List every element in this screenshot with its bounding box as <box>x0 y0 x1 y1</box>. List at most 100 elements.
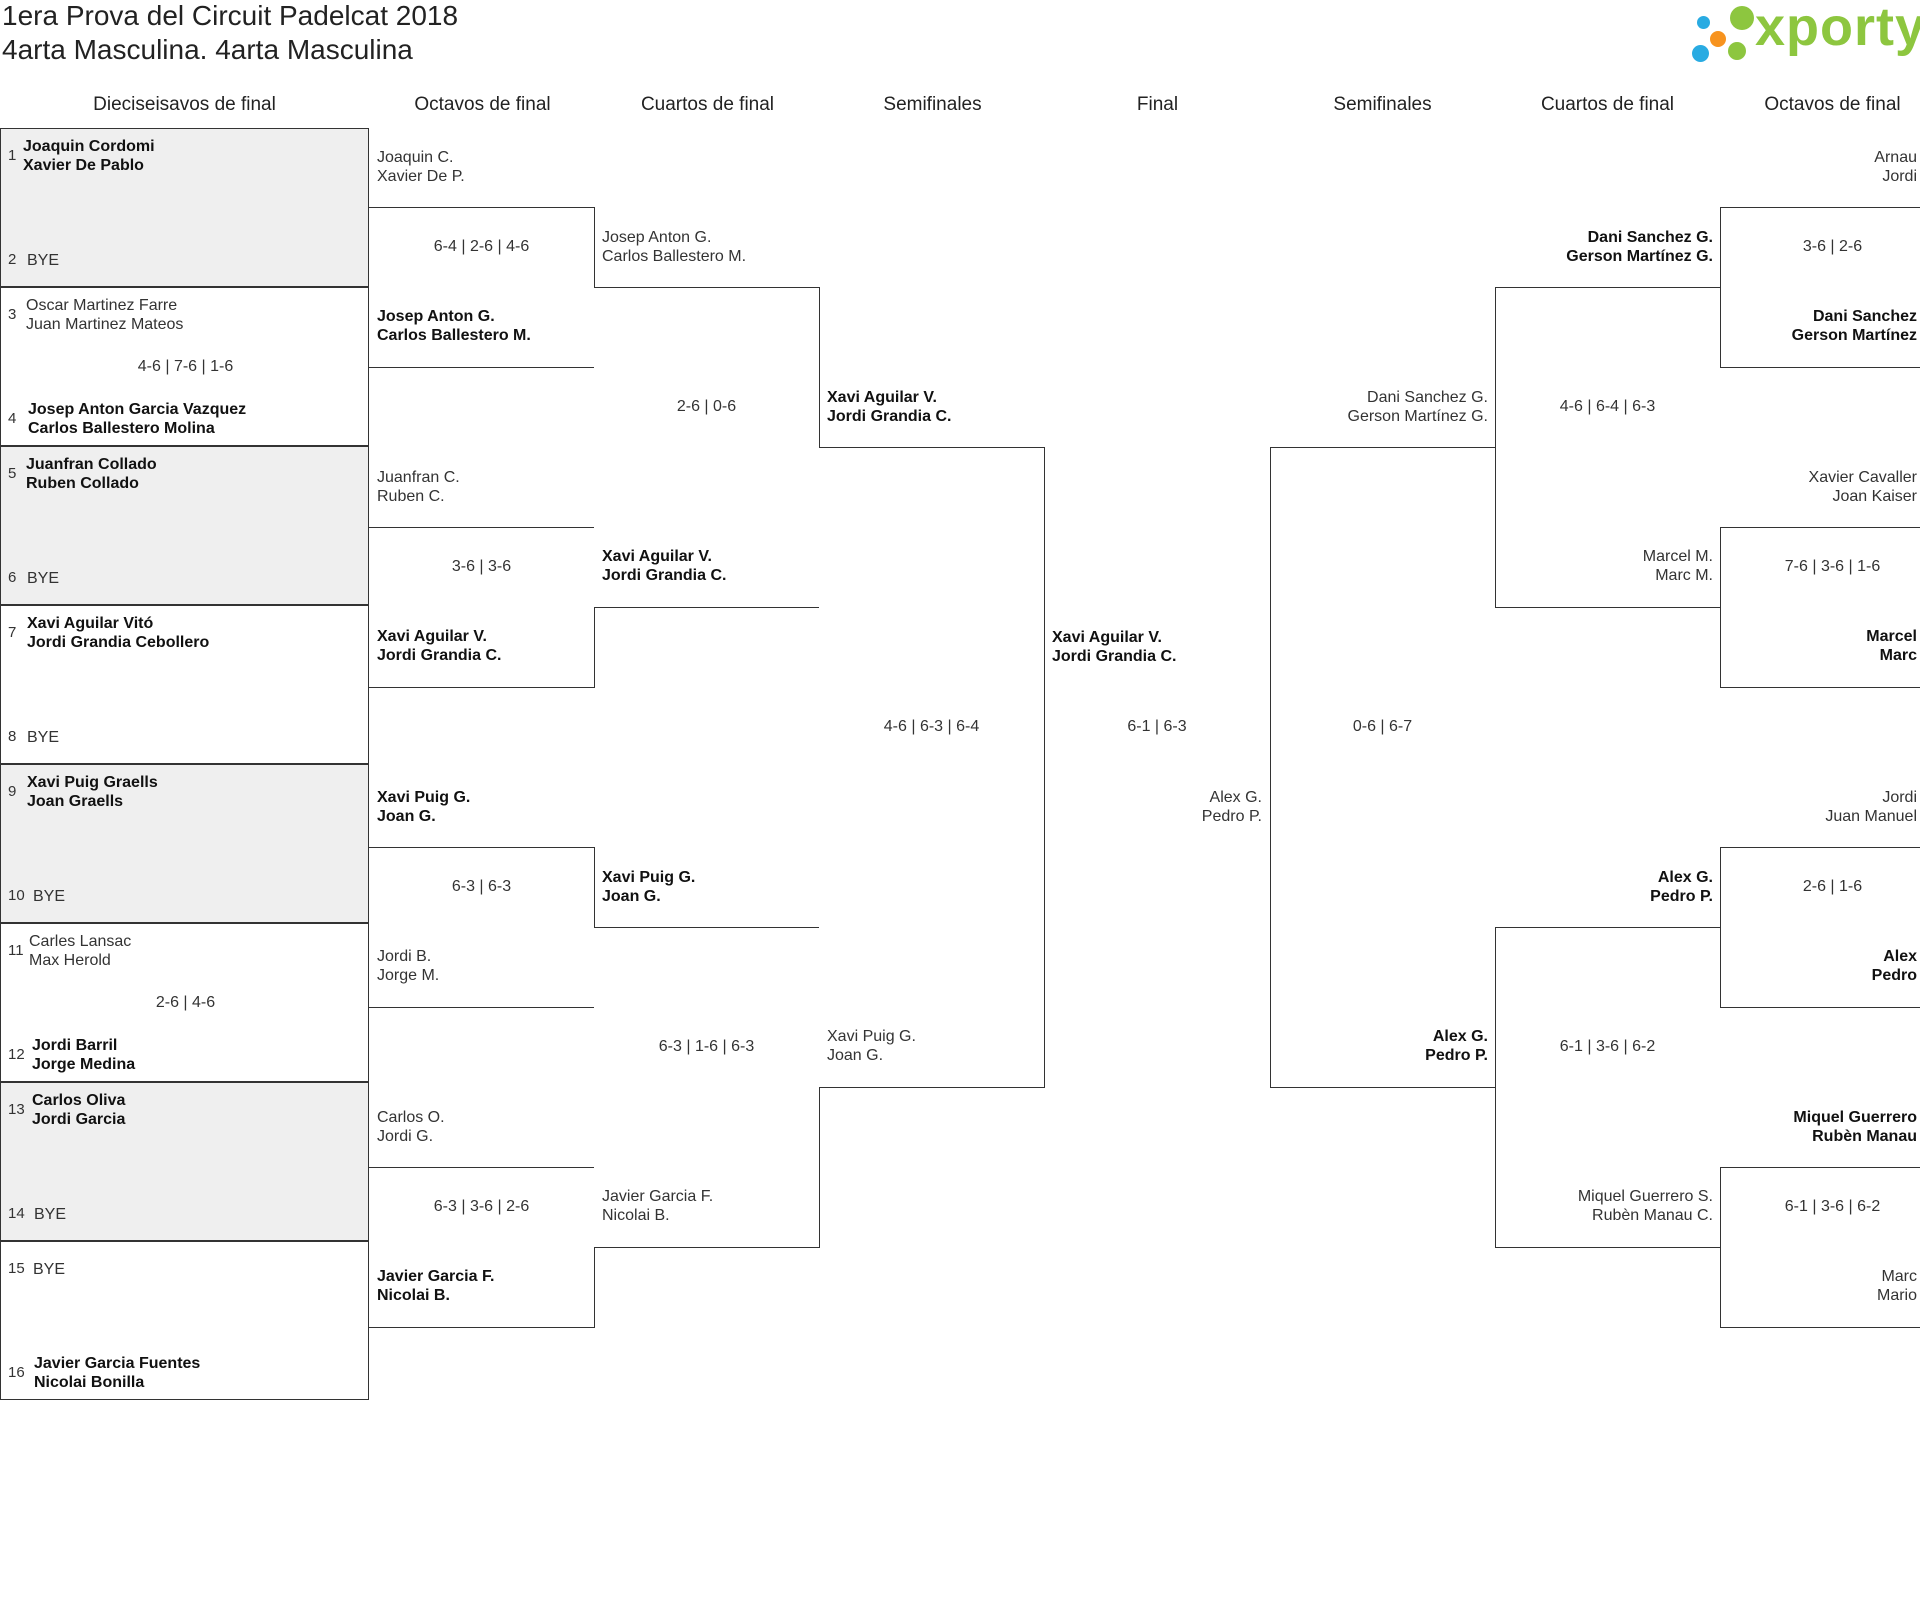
finalist-name: Alex G. <box>1209 789 1262 806</box>
player-name: Gerson Martínez G. <box>1347 408 1489 425</box>
player-name: Josep Anton Garcia Vazquez <box>28 401 247 418</box>
player-name: Alex G. <box>1432 1028 1488 1045</box>
player-name: Pedro <box>1871 967 1917 984</box>
player-name: Juanfran Collado <box>26 456 157 473</box>
player-name: Joaquin C. <box>377 149 454 166</box>
player-name: Pedro P. <box>1650 888 1713 905</box>
player-name: Gerson Martínez <box>1791 327 1917 344</box>
player-name: Carlos O. <box>377 1109 445 1126</box>
match-score: 4-6 | 6-4 | 6-3 <box>1559 398 1656 415</box>
finalist-name: Pedro P. <box>1201 808 1262 825</box>
player-name: Marcel <box>1866 628 1917 645</box>
right-r8-match-3 <box>1720 847 1920 1008</box>
r16-match-3: 5 Juanfran Collado Ruben Collado 6 BYE <box>0 446 369 605</box>
match-score: 3-6 | 3-6 <box>451 558 512 575</box>
player-name: Xavi Puig G. <box>827 1028 916 1045</box>
logo-wordmark: xporty <box>1755 0 1920 57</box>
player-name: Joan G. <box>827 1047 884 1064</box>
player-name: Marc <box>1881 1268 1917 1285</box>
player-name: Jordi Grandia Cebollero <box>27 634 210 651</box>
match-score: 2-6 | 4-6 <box>155 994 216 1011</box>
r16-match-7: 13 Carlos Oliva Jordi Garcia 14 BYE <box>0 1082 369 1241</box>
left-r8-match-2 <box>369 527 595 688</box>
round-header-qf-right: Cuartos de final <box>1540 94 1675 115</box>
player-name: Jordi Barril <box>32 1037 118 1054</box>
finalist-name: Xavi Aguilar V. <box>1052 629 1162 646</box>
player-name: Miquel Guerrero S. <box>1577 1188 1713 1205</box>
player-name: Jordi G. <box>377 1128 434 1145</box>
r16-match-5: 9 Xavi Puig Graells Joan Graells 10 BYE <box>0 764 369 923</box>
player-name: Carlos Ballestero Molina <box>28 420 215 437</box>
player-name: Oscar Martinez Farre <box>26 297 178 314</box>
player-name: Rubèn Manau <box>1812 1128 1917 1145</box>
match-score: 4-6 | 7-6 | 1-6 <box>137 358 234 375</box>
r16-match-2: 3 Oscar Martinez Farre Juan Martinez Mat… <box>0 287 369 446</box>
player-name: Nicolai B. <box>377 1287 450 1304</box>
round-header-r8-left: Octavos de final <box>414 94 551 115</box>
bye-label: BYE <box>34 1206 67 1223</box>
player-name: Xavier De Pablo <box>23 157 144 174</box>
player-name: Xavi Aguilar V. <box>377 628 487 645</box>
player-name: Gerson Martínez G. <box>1566 248 1713 265</box>
match-score: 3-6 | 2-6 <box>1802 238 1863 255</box>
player-name: Jordi Garcia <box>32 1111 126 1128</box>
player-name: Alex <box>1883 948 1917 965</box>
round-header-sf-left: Semifinales <box>883 94 982 115</box>
player-name: Jordi B. <box>377 948 432 965</box>
right-r8-match-2 <box>1720 527 1920 688</box>
player-name: Ruben C. <box>377 488 445 505</box>
player-name: Joan G. <box>377 808 436 825</box>
player-name: Xavier De P. <box>377 168 465 185</box>
player-name: Mario <box>1876 1287 1917 1304</box>
player-name: Carlos Oliva <box>32 1092 126 1109</box>
bye-label: BYE <box>27 252 60 269</box>
r16-match-4: 7 Xavi Aguilar Vitó Jordi Grandia Ceboll… <box>0 605 369 764</box>
player-name: Marc <box>1879 647 1917 664</box>
player-name: Dani Sanchez <box>1812 308 1917 325</box>
seed-number: 13 <box>8 1101 25 1118</box>
match-score: 6-1 | 3-6 | 6-2 <box>1559 1038 1656 1055</box>
match-score: 4-6 | 6-3 | 6-4 <box>883 718 980 735</box>
player-name: Jorge M. <box>377 967 440 984</box>
player-name: Jordi Grandia C. <box>602 567 727 584</box>
bye-label: BYE <box>33 888 66 905</box>
player-name: Joan Kaiser <box>1832 488 1918 505</box>
seed-number: 15 <box>8 1260 25 1277</box>
player-name: Marcel M. <box>1642 548 1713 565</box>
player-name: Josep Anton G. <box>377 308 495 325</box>
player-name: Jordi <box>1882 789 1917 806</box>
r16-match-6: 11 Carles Lansac Max Herold 2-6 | 4-6 12… <box>0 923 369 1082</box>
round-header-final: Final <box>1136 94 1179 115</box>
match-score: 2-6 | 1-6 <box>1802 878 1863 895</box>
right-r8-match-1 <box>1720 207 1920 368</box>
player-name: Nicolai Bonilla <box>34 1374 145 1391</box>
tournament-title: 1era Prova del Circuit Padelcat 2018 <box>2 0 459 31</box>
seed-number: 9 <box>8 783 17 800</box>
seed-number: 11 <box>8 942 24 959</box>
player-name: Javier Garcia F. <box>377 1268 495 1285</box>
seed-number: 10 <box>8 887 25 904</box>
bye-label: BYE <box>33 1261 66 1278</box>
player-name: Jorge Medina <box>32 1056 136 1073</box>
logo-dot-blue <box>1692 45 1709 62</box>
bye-label: BYE <box>27 729 60 746</box>
player-name: Juanfran C. <box>377 469 460 486</box>
round-header-sf-right: Semifinales <box>1333 94 1432 115</box>
player-name: Dani Sanchez G. <box>1587 229 1713 246</box>
seed-number: 4 <box>8 410 17 427</box>
seed-number: 8 <box>8 728 17 745</box>
player-name: Rubèn Manau C. <box>1592 1207 1713 1224</box>
player-name: Dani Sanchez G. <box>1367 389 1488 406</box>
player-name: Joan Graells <box>27 793 124 810</box>
player-name: Juan Martinez Mateos <box>26 316 184 333</box>
player-name: Xavier Cavaller <box>1808 469 1917 486</box>
left-r8-match-4 <box>369 1167 595 1328</box>
player-name: Xavi Puig G. <box>602 869 696 886</box>
player-name: Ruben Collado <box>26 475 139 492</box>
seed-number: 14 <box>8 1205 25 1222</box>
player-name: Juan Manuel <box>1825 808 1917 825</box>
xporty-logo[interactable]: xporty <box>1690 0 1920 74</box>
player-name: Carlos Ballestero M. <box>602 248 747 265</box>
round-header-r16: Dieciseisavos de final <box>93 94 276 115</box>
round-header-r8-right: Octavos de final <box>1764 94 1901 115</box>
